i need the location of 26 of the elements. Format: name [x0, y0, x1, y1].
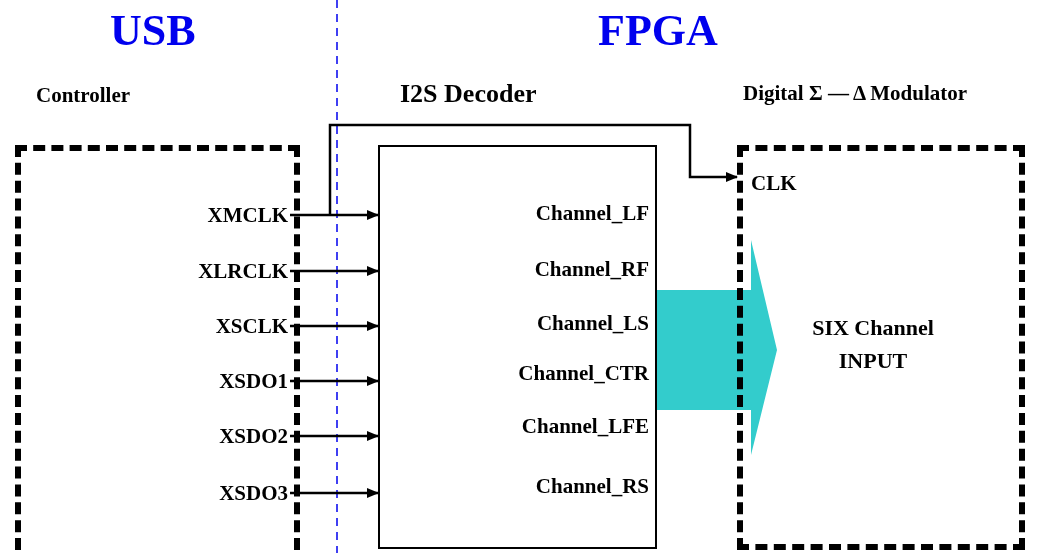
- block-title: I2S Decoder: [400, 79, 537, 109]
- arrow: [290, 266, 379, 276]
- channel-label: Channel_LF: [535, 201, 649, 226]
- controller-title: Controller: [36, 83, 131, 108]
- section-heading: USB: [110, 5, 196, 56]
- channel-label: Channel_RF: [534, 257, 649, 282]
- channel-label: Channel_LS: [536, 311, 649, 336]
- channel-label: Channel_LFE: [521, 414, 649, 439]
- channel-label: Channel_CTR: [518, 361, 649, 386]
- arrow: [328, 123, 738, 215]
- arrow: [290, 210, 379, 220]
- block-title: Digital Σ — Δ Modulator: [743, 81, 968, 106]
- block-text: SIX Channel INPUT: [811, 314, 935, 375]
- signal-label: XLRCLK: [21, 259, 288, 283]
- signal-label: XSDO3: [21, 481, 288, 505]
- signal-label: XSCLK: [21, 314, 288, 338]
- section-heading: FPGA: [598, 5, 718, 56]
- arrow: [290, 376, 379, 386]
- signal-label: XMCLK: [21, 203, 288, 227]
- signal-label: XSDO2: [21, 424, 288, 448]
- pin-label: CLK: [751, 171, 797, 196]
- signal-label: XSDO1: [21, 369, 288, 393]
- channel-label: Channel_RS: [535, 474, 649, 499]
- arrow: [290, 431, 379, 441]
- bus-arrow: [657, 240, 777, 455]
- arrow: [290, 488, 379, 498]
